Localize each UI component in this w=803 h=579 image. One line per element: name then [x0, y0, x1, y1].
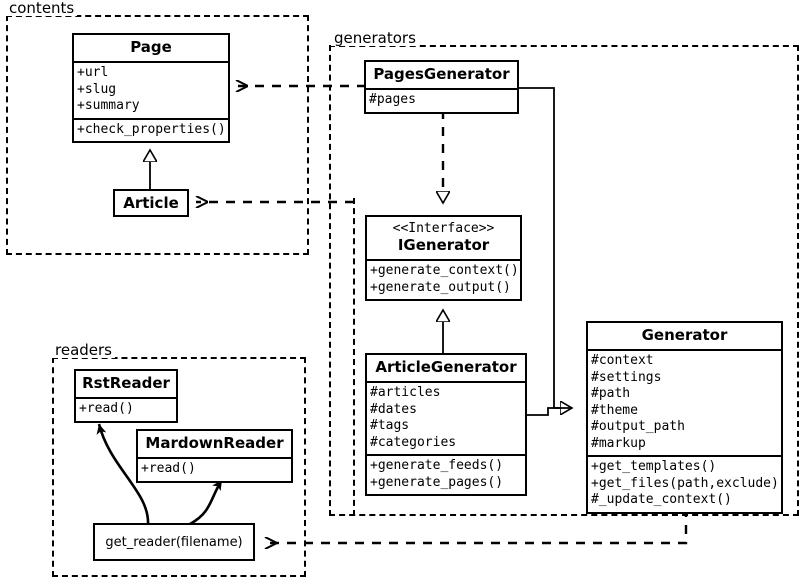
attribute-row: #tags [370, 418, 410, 433]
attribute-row: +slug [77, 81, 117, 97]
class-pages-generator-attributes: #pages [366, 90, 517, 112]
package-contents [6, 15, 309, 255]
class-mardown-reader[interactable]: MardownReader +read() [136, 429, 293, 483]
method-row: +generate_pages() [370, 474, 504, 490]
method-row: +get_templates() [591, 459, 717, 474]
attribute-row: #output_path [591, 419, 685, 434]
class-page-methods: +check_properties() [74, 120, 228, 142]
method-row: +generate_context() [370, 263, 519, 278]
method-row: +read() [79, 401, 134, 416]
class-rst-reader[interactable]: RstReader +read() [74, 369, 178, 423]
method-row: +generate_feeds() [370, 458, 504, 473]
function-get-reader[interactable]: get_reader(filename) [93, 523, 255, 561]
class-igenerator-name: IGenerator [397, 236, 490, 254]
attribute-row: #pages [369, 92, 416, 107]
attribute-row: #articles [370, 385, 441, 400]
method-row: +generate_output() [370, 279, 511, 295]
attribute-row: #dates [370, 401, 417, 417]
attribute-row: #path [591, 386, 631, 401]
class-page-title: Page [130, 38, 172, 56]
function-get-reader-label: get_reader(filename) [105, 534, 243, 550]
class-generator-title: Generator [641, 326, 728, 344]
class-page[interactable]: Page +url +slug +summary +check_properti… [72, 33, 230, 143]
attribute-row: #settings [591, 369, 662, 385]
attribute-row: +summary [77, 98, 140, 113]
class-igenerator-methods: +generate_context() +generate_output() [367, 261, 520, 299]
method-row: +check_properties() [77, 121, 226, 137]
class-mardown-reader-methods: +read() [138, 459, 291, 481]
class-pages-generator-title: PagesGenerator [373, 65, 510, 83]
method-row: +get_files(path,exclude) [591, 475, 779, 491]
attribute-row: #markup [591, 435, 646, 451]
method-row: +read() [141, 461, 196, 476]
class-igenerator-title: <<Interface>> IGenerator [367, 217, 520, 259]
class-article[interactable]: Article [113, 189, 189, 217]
package-generators-label: generators [331, 30, 419, 46]
class-mardown-reader-title: MardownReader [145, 434, 284, 452]
attribute-row: #context [591, 353, 654, 368]
method-row: #_update_context() [591, 492, 732, 507]
package-contents-label: contents [6, 0, 78, 16]
dependency-route-line [353, 198, 355, 516]
class-pages-generator[interactable]: PagesGenerator #pages [364, 60, 519, 114]
package-readers [52, 357, 306, 577]
class-generator[interactable]: Generator #context #settings #path #them… [586, 321, 783, 514]
class-igenerator-stereotype: <<Interface>> [392, 221, 495, 236]
class-igenerator[interactable]: <<Interface>> IGenerator +generate_conte… [365, 215, 522, 301]
class-generator-methods: +get_templates() +get_files(path,exclude… [588, 457, 781, 512]
class-article-generator-methods: +generate_feeds() +generate_pages() [367, 456, 525, 494]
class-article-generator[interactable]: ArticleGenerator #articles #dates #tags … [365, 353, 527, 496]
class-rst-reader-title: RstReader [82, 374, 170, 392]
class-article-title: Article [123, 194, 179, 212]
attribute-row: +url [77, 65, 109, 80]
class-article-generator-title: ArticleGenerator [375, 358, 517, 376]
class-generator-attributes: #context #settings #path #theme #output_… [588, 351, 781, 455]
package-readers-label: readers [52, 342, 115, 358]
class-rst-reader-methods: +read() [76, 399, 176, 421]
class-article-generator-attributes: #articles #dates #tags #categories [367, 383, 525, 454]
attribute-row: #theme [591, 402, 638, 418]
class-page-attributes: +url +slug +summary [74, 63, 228, 118]
attribute-row: #categories [370, 434, 457, 450]
